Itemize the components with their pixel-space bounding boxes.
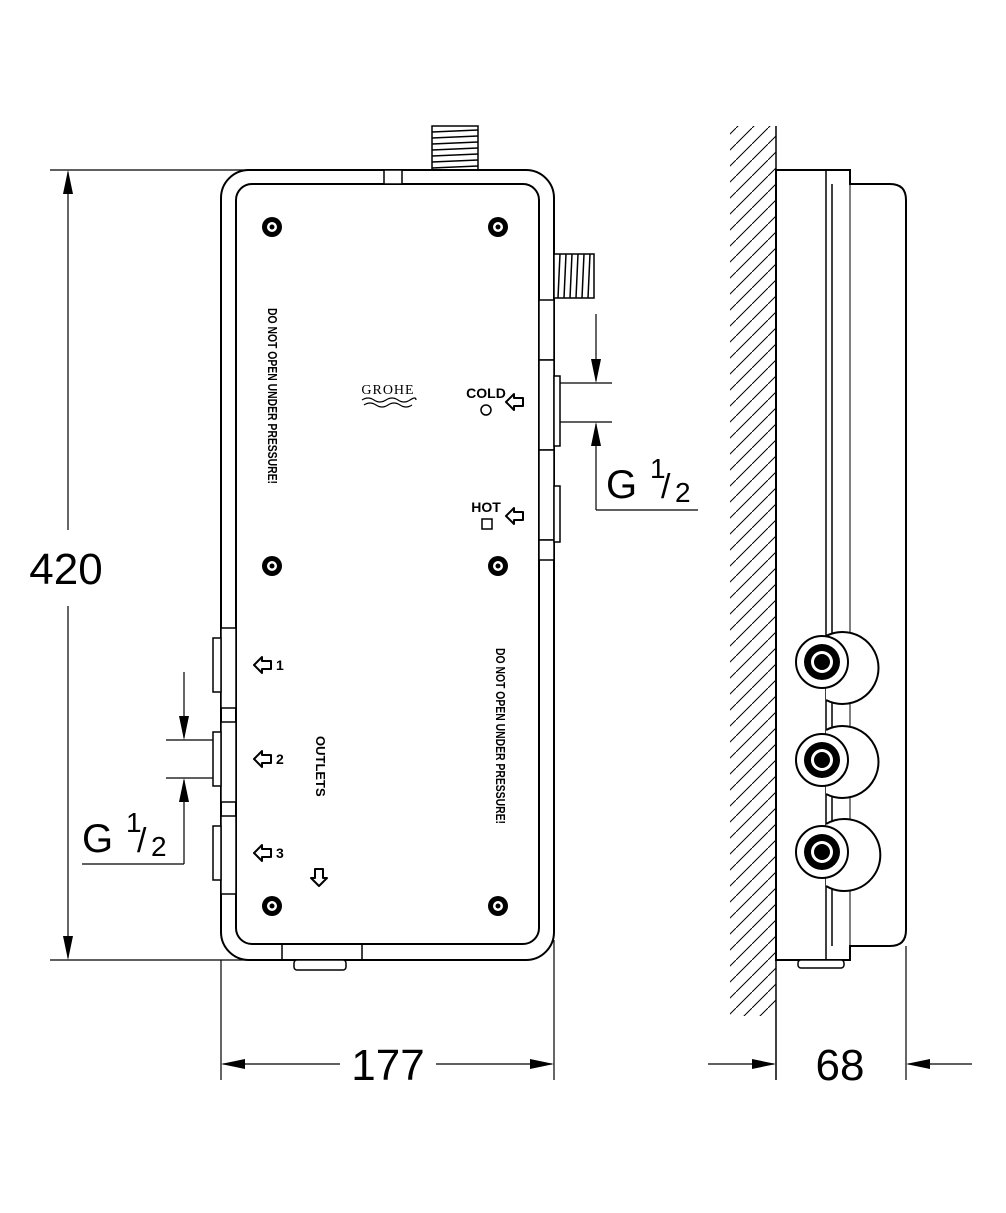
- depth-dimension: [708, 946, 972, 1080]
- outlet-1-label: 1: [276, 657, 284, 673]
- side-view: [730, 126, 907, 1080]
- svg-text:2: 2: [151, 831, 167, 862]
- outlet-2-label: 2: [276, 751, 284, 767]
- svg-text:G: G: [606, 463, 637, 507]
- thread-bottom-dimension: [82, 672, 213, 865]
- thread-top-label: G 1 / 2: [606, 453, 691, 508]
- screw-icon: [262, 217, 282, 237]
- outlets-label: OUTLETS: [313, 736, 328, 797]
- svg-text:2: 2: [675, 477, 691, 508]
- screw-icon: [262, 556, 282, 576]
- screw-icon: [488, 896, 508, 916]
- depth-value: 68: [816, 1041, 865, 1090]
- hot-label: HOT: [471, 499, 501, 515]
- thread-bottom-label: G 1 / 2: [82, 807, 167, 862]
- svg-text:1: 1: [650, 453, 666, 484]
- svg-text:/: /: [137, 822, 147, 860]
- side-outlet-icon: [795, 631, 880, 705]
- screw-icon: [488, 556, 508, 576]
- height-value: 420: [29, 545, 102, 594]
- warning-right: DO NOT OPEN UNDER PRESSURE!: [493, 648, 508, 824]
- front-view: DO NOT OPEN UNDER PRESSURE! DO NOT OPEN …: [212, 125, 595, 971]
- side-threaded-fitting-icon: [553, 253, 595, 299]
- side-outlet-icon: [795, 818, 882, 892]
- circle-icon: [480, 404, 492, 416]
- svg-text:/: /: [661, 468, 671, 506]
- outlet-3-label: 3: [276, 845, 284, 861]
- width-dimension: [220, 940, 555, 1080]
- warning-left: DO NOT OPEN UNDER PRESSURE!: [265, 308, 280, 484]
- svg-text:1: 1: [126, 807, 142, 838]
- grohe-logo: GROHE: [361, 383, 417, 408]
- height-dimension: [50, 169, 384, 961]
- thread-top-dimension: [560, 314, 698, 511]
- width-value: 177: [351, 1041, 424, 1090]
- cold-label: COLD: [466, 385, 506, 401]
- top-threaded-fitting-icon: [431, 125, 479, 173]
- side-outlet-icon: [795, 725, 880, 799]
- square-icon: [481, 518, 493, 530]
- screw-icon: [262, 896, 282, 916]
- svg-text:GROHE: GROHE: [361, 383, 414, 398]
- svg-text:G: G: [82, 817, 113, 861]
- wall-hatch: [730, 126, 776, 1016]
- screw-icon: [488, 217, 508, 237]
